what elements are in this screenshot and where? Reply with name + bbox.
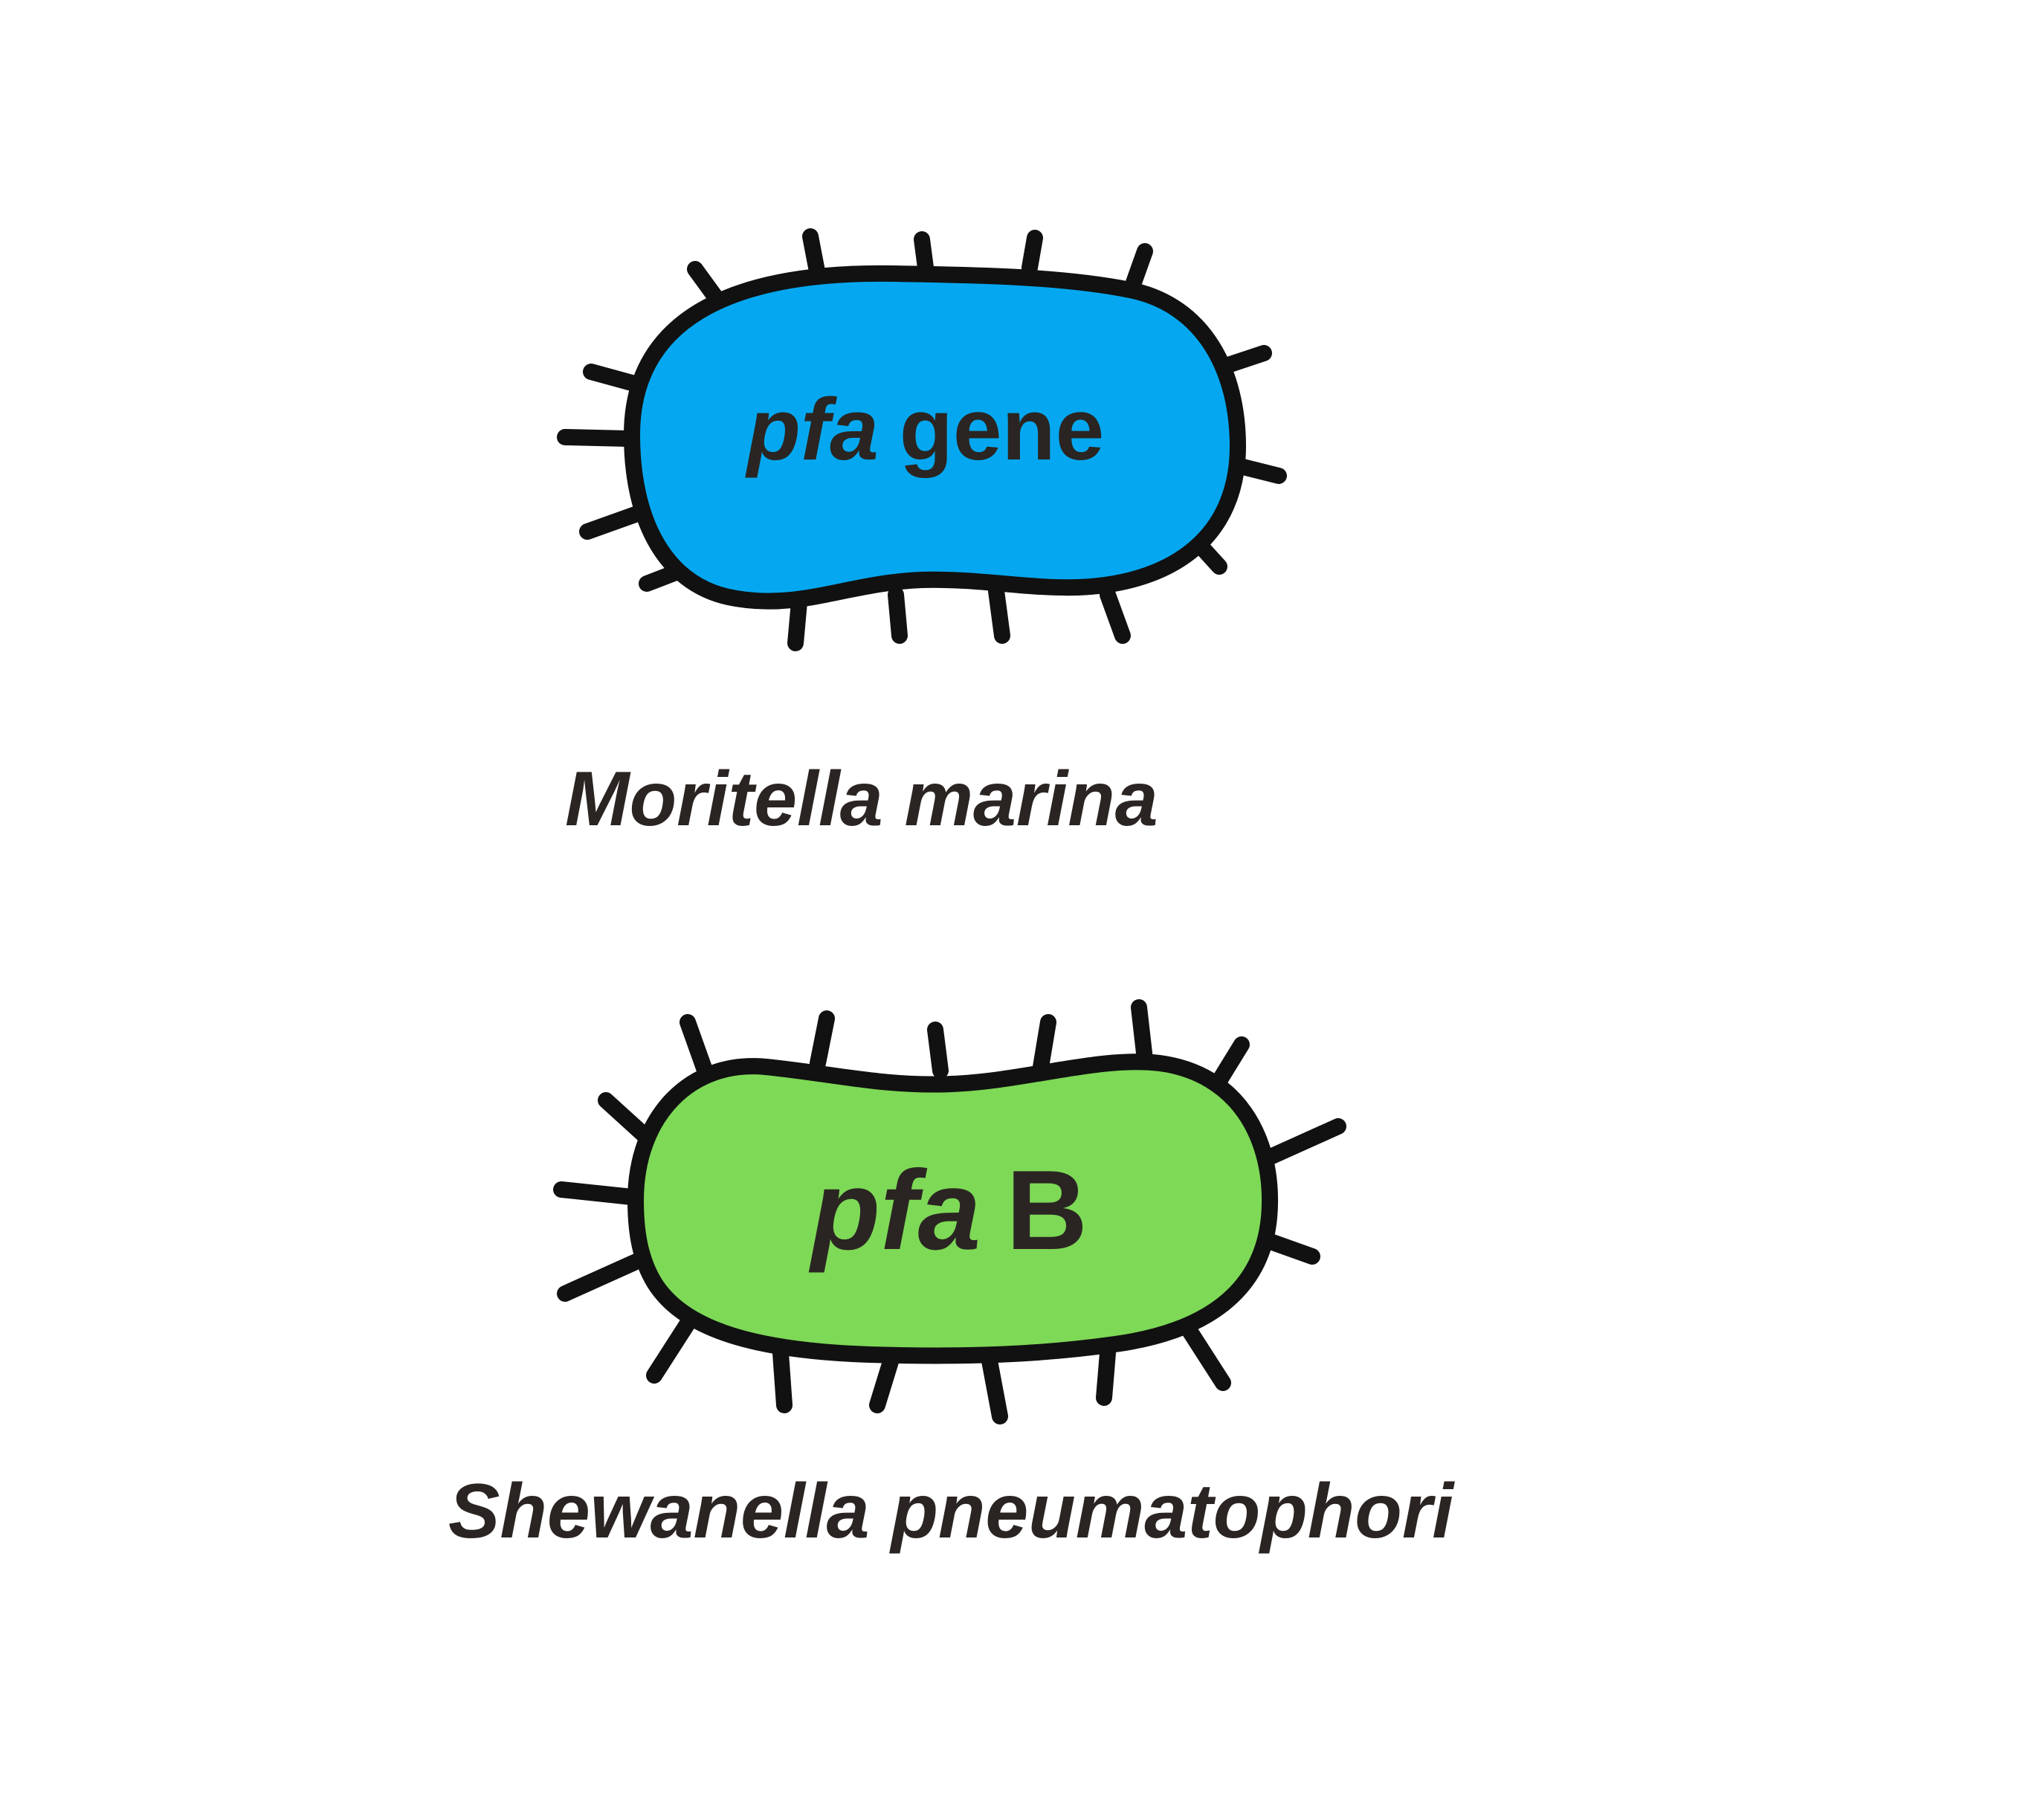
- species-label-shewanella: Shewanella pneumatophori: [448, 1468, 1455, 1555]
- cell-body-moritella: [623, 265, 1247, 610]
- cell-body-shewanella: [627, 1053, 1279, 1364]
- cilia-shewanella: [553, 999, 1346, 1424]
- cell-label-b: B: [1006, 1147, 1088, 1274]
- cell-label-italic: pfa: [745, 381, 879, 479]
- species-label-moritella: Moritella marina: [565, 756, 1158, 842]
- cell-label-italic: pfa: [808, 1147, 981, 1274]
- cell-label-gene: gene: [900, 381, 1104, 479]
